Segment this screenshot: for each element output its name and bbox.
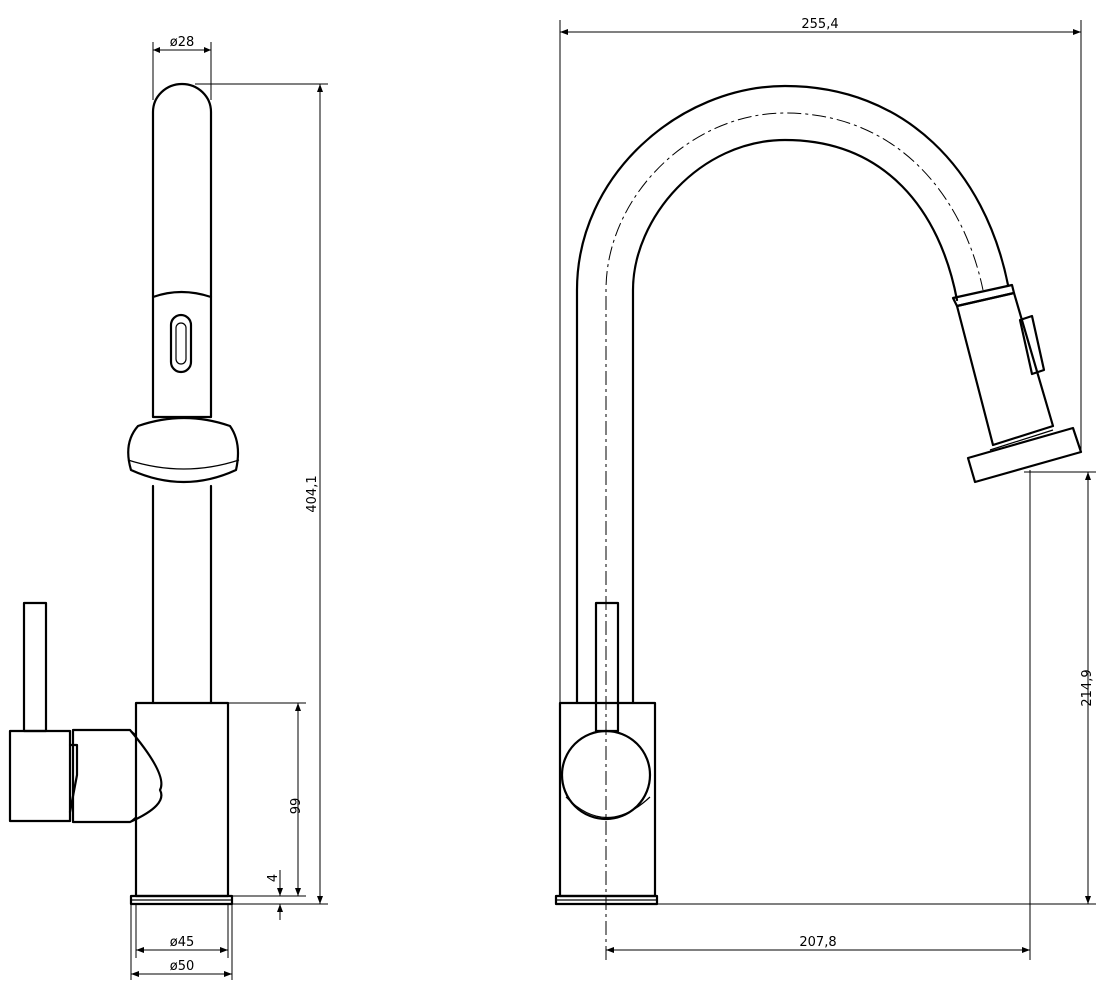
front-view [8,82,240,906]
side-view [554,84,1083,960]
dim-top-diameter-label: ø28 [170,35,195,50]
side-lever-stick [594,601,620,733]
front-lower-tube [151,484,213,705]
dim-top-diameter: ø28 [152,35,212,100]
dim-spout-reach-label: 207,8 [799,935,836,950]
side-spray-face-edge [989,429,1054,451]
front-lever-stick [22,601,48,733]
front-lever-neck [68,743,79,814]
front-handle-hub [71,728,163,824]
dim-overall-width: 255,4 [559,17,1082,703]
side-gooseneck-inner [631,138,959,705]
side-spray-face [966,426,1083,484]
front-sprayer-button-inner [175,322,187,365]
side-sprayer-button [1018,314,1046,376]
front-sprayer-button [169,313,193,374]
front-handle-hub-join [129,729,137,823]
dim-total-height-label: 404,1 [305,475,320,512]
front-sprayer-head [151,290,213,419]
front-spout-tube [151,82,213,299]
front-lever-cap [8,729,72,823]
dim-body-height-label: 99 [289,798,304,815]
dim-base-thickness: 4 [232,870,288,920]
dim-base-inner-diameter: ø45 [135,904,229,958]
side-sprayer-head [955,291,1055,447]
dim-spout-clearance-label: 214,9 [1080,669,1095,706]
dim-base-inner-diameter-label: ø45 [170,935,195,950]
dim-base-outer-diameter: ø50 [130,904,233,980]
dim-base-thickness-label: 4 [266,874,281,882]
side-gooseneck-outer [575,84,1010,705]
side-handle-disc-edge [565,796,651,818]
dim-total-height: 404,1 [195,83,328,905]
dim-base-outer-diameter-label: ø50 [170,959,195,974]
front-collar-ring-edge [127,459,240,470]
dim-overall-width-label: 255,4 [801,17,838,32]
side-centerline [605,112,984,960]
front-body [134,701,230,898]
dim-spout-clearance: 214,9 [657,471,1096,905]
front-collar-ring [127,416,240,484]
dim-spout-reach: 207,8 [606,470,1031,960]
dim-body-height: 99 [228,702,306,897]
